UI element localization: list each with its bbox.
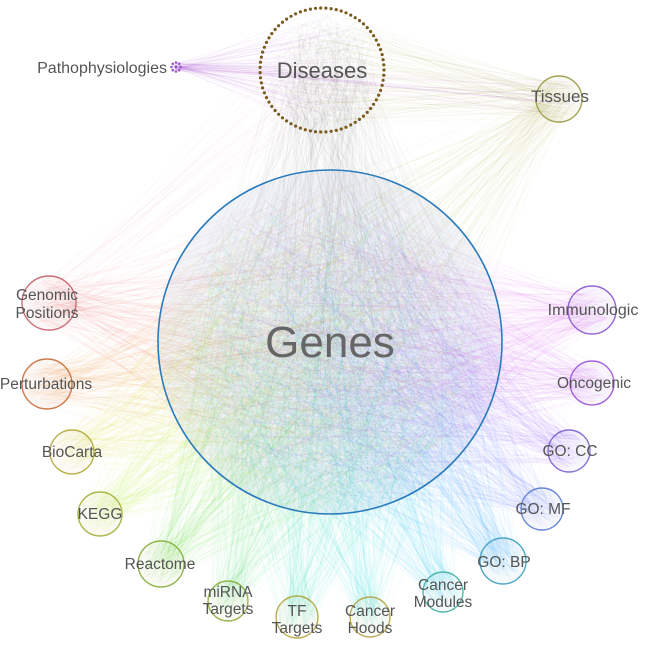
node-genomic_positions[interactable]: [21, 275, 77, 331]
edge-bundle-cancer_modules-genes: [175, 186, 479, 607]
node-label-genes: Genes: [265, 318, 395, 367]
node-label-go_mf: GO: MF: [515, 501, 570, 518]
edge-bundle-go_cc-genes: [181, 185, 586, 491]
node-label-go_cc: GO: CC: [542, 443, 597, 460]
edge-bundle-pathophysiologies-tissues: [172, 63, 579, 116]
node-go_mf[interactable]: [520, 487, 564, 531]
node-label-diseases: Diseases: [277, 58, 367, 83]
edge-bundle-immunologic-genes: [179, 184, 611, 495]
node-label-biocarta: BioCarta: [42, 444, 103, 461]
node-oncogenic[interactable]: [569, 360, 615, 406]
edge-bundle-cancer_hoods-genes: [178, 195, 483, 634]
edge-bundle-genomic_positions-genes: [27, 187, 488, 499]
node-cancer_modules[interactable]: [422, 571, 464, 613]
node-label-reactome: Reactome: [125, 556, 196, 573]
node-label-kegg: KEGG: [78, 506, 123, 523]
edge-bundle-reactome-genes: [141, 184, 481, 584]
node-cancer_hoods[interactable]: [349, 596, 391, 638]
edge-bundle-tf_targets-genes: [170, 191, 483, 633]
node-tissues[interactable]: [535, 75, 583, 123]
node-genes[interactable]: [157, 169, 503, 515]
edge-bundle-go_bp-genes: [180, 185, 522, 579]
edge-bundle-kegg-genes: [82, 187, 481, 533]
node-biocarta[interactable]: [49, 429, 95, 475]
node-immunologic[interactable]: [567, 285, 617, 335]
edge-bundle-genomic_positions-diseases: [32, 15, 373, 322]
node-label-tissues: Tissues: [531, 87, 589, 106]
node-label-go_bp: GO: BP: [477, 554, 530, 571]
edge-bundle-go_mf-genes: [177, 192, 559, 527]
edge-bundle-biocarta-genes: [53, 185, 480, 495]
node-mirna_targets[interactable]: [207, 580, 249, 622]
edge-bundle-tissues-genes: [186, 80, 578, 494]
node-go_cc[interactable]: [547, 429, 591, 473]
node-label-pathophysiologies: Pathophysiologies: [37, 60, 167, 77]
node-label-immunologic: Immunologic: [548, 302, 639, 319]
node-tf_targets[interactable]: [275, 595, 319, 639]
edge-bundle-oncogenic-genes: [185, 187, 611, 493]
node-perturbations[interactable]: [21, 358, 73, 410]
texture-chords-diseases: [262, 10, 383, 129]
node-reactome[interactable]: [137, 540, 185, 588]
edge-bundle-diseases-genes: [169, 20, 488, 502]
genes-circle-fill: [158, 170, 502, 514]
edge-bundle-perturbations-genes: [26, 183, 477, 500]
edge-bundle-pathophysiologies-diseases: [172, 15, 376, 124]
node-label-oncogenic: Oncogenic: [557, 375, 631, 392]
node-pathophysiologies[interactable]: [170, 61, 182, 73]
node-go_bp[interactable]: [479, 537, 527, 585]
edge-bundle-mirna_targets-genes: [191, 192, 483, 617]
edge-bundle-tissues-diseases: [272, 16, 579, 124]
node-kegg[interactable]: [77, 491, 123, 537]
node-diseases[interactable]: [258, 6, 386, 134]
node-label-perturbations: Perturbations: [0, 376, 92, 393]
